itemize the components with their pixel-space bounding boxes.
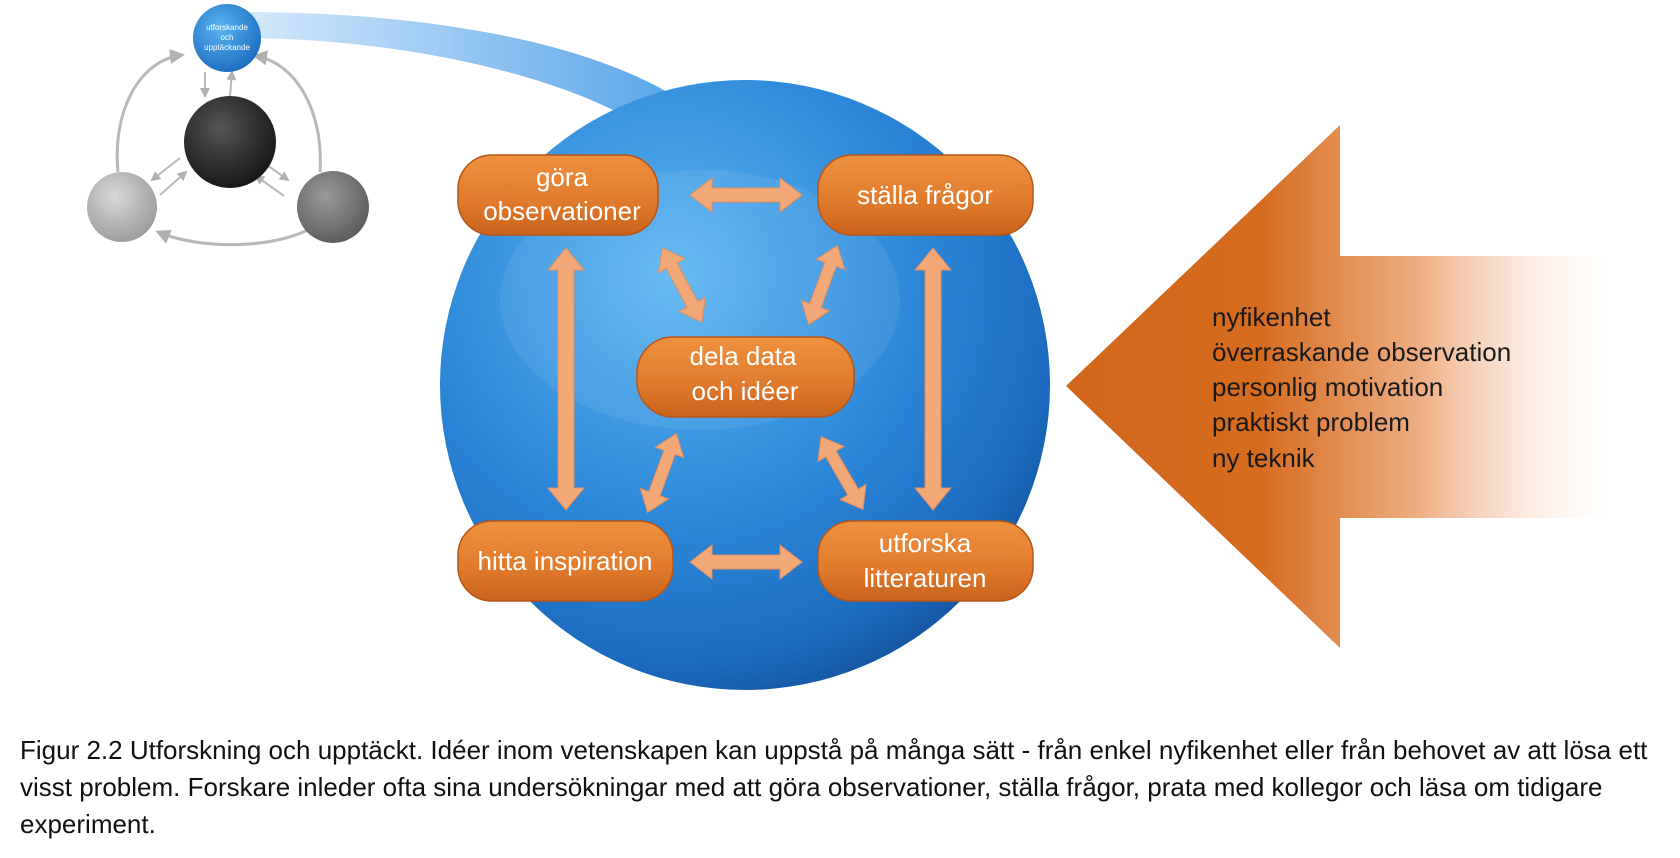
node-inspiration-line1: hitta inspiration [478,546,653,576]
double-arrow-top [689,176,803,214]
trigger-item: praktiskt problem [1212,407,1410,437]
trigger-arrow [1066,125,1610,648]
mini-node-line: utforskande [206,23,248,32]
double-arrow-diag-br [817,435,867,511]
mini-node-right [297,171,369,243]
node-observations: göra observationer [457,154,659,236]
node-inspiration: hitta inspiration [457,520,674,602]
trigger-item: överraskande observation [1212,337,1511,367]
node-literature-line1: utforska [879,528,972,558]
trigger-item: ny teknik [1212,443,1316,473]
double-arrow-right [913,247,953,511]
double-arrow-bottom [689,543,803,581]
mini-node-exploration [193,4,261,72]
connector-swoosh [240,12,695,125]
node-questions-line1: ställa frågor [857,180,993,210]
trigger-item: nyfikenhet [1212,302,1331,332]
node-literature-line2: litteraturen [864,563,987,593]
double-arrow-diag-tr [800,244,846,326]
double-arrow-diag-bl [639,432,685,514]
mini-node-line: upptäckande [204,43,250,52]
trigger-item: personlig motivation [1212,372,1443,402]
cycle-arrows [546,176,953,581]
node-share-line1: dela data [690,341,798,371]
double-arrow-diag-tl [657,247,707,323]
double-arrow-left [546,247,586,511]
trigger-list: nyfikenhet överraskande observation pers… [1212,302,1511,473]
node-observations-line2: observationer [483,196,641,226]
mini-cycle-diagram: utforskande och upptäckande [87,4,369,247]
node-share: dela data och idéer [636,336,855,418]
node-share-line2: och idéer [692,376,799,406]
mini-node-left [87,172,157,242]
node-literature: utforska litteraturen [817,520,1034,602]
mini-node-line: och [221,33,234,42]
mini-node-center [184,96,276,188]
exploration-diagram: utforskande och upptäckande [87,4,1610,690]
figure-caption: Figur 2.2 Utforskning och upptäckt. Idée… [20,735,1648,839]
node-observations-line1: göra [536,162,589,192]
node-questions: ställa frågor [817,154,1034,236]
